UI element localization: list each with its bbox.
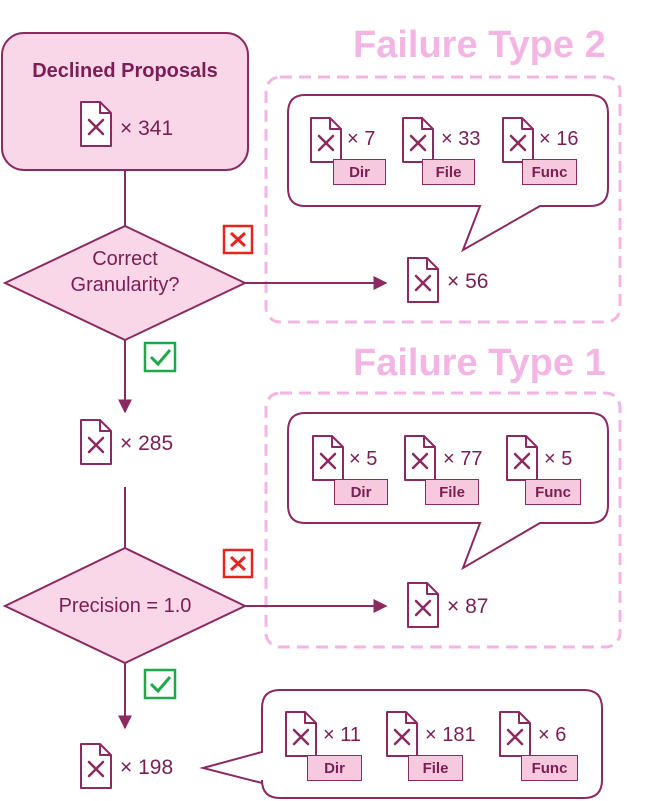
precision-decision xyxy=(2,546,248,665)
green-check-box-icon xyxy=(143,341,177,373)
document-x-icon xyxy=(498,710,532,758)
granularity-line2: Granularity? xyxy=(70,274,180,296)
red-x-box-icon xyxy=(222,224,254,255)
ft1-file-tag: File xyxy=(425,479,479,505)
red-x-box-icon xyxy=(222,548,254,579)
final-func-tag: Func xyxy=(521,755,578,781)
document-x-icon xyxy=(284,710,318,758)
failure-type-1-title: Failure Type 1 xyxy=(353,342,606,384)
green-check-box-icon xyxy=(143,668,177,700)
document-x-icon xyxy=(505,434,539,482)
granularity-decision xyxy=(2,224,248,342)
final-func-count: × 6 xyxy=(538,724,567,746)
ft1-dir-count: × 5 xyxy=(349,448,378,470)
final-dir-tag: Dir xyxy=(307,755,362,781)
ft2-func-tag: Func xyxy=(522,159,577,185)
ft1-func-count: × 5 xyxy=(544,448,573,470)
failure-type-1-total: × 87 xyxy=(447,595,489,618)
ft2-dir-count: × 7 xyxy=(347,128,376,150)
failure-type-1-region xyxy=(264,391,622,649)
declined-proposals-node xyxy=(1,32,249,171)
final-file-count: × 181 xyxy=(425,724,476,746)
document-x-icon xyxy=(385,710,419,758)
document-x-icon xyxy=(406,581,440,629)
failure-type-2-total: × 56 xyxy=(447,270,489,293)
document-x-icon xyxy=(501,116,535,164)
document-x-icon xyxy=(401,116,435,164)
ft1-func-tag: Func xyxy=(525,479,581,505)
declined-proposals-count: × 341 xyxy=(120,117,174,140)
document-x-icon xyxy=(403,434,437,482)
document-x-icon xyxy=(311,434,345,482)
ft2-func-count: × 16 xyxy=(539,128,579,150)
granularity-line1: Correct xyxy=(92,248,158,270)
ft1-dir-tag: Dir xyxy=(334,479,388,505)
declined-proposals-title: Declined Proposals xyxy=(32,60,218,82)
document-x-icon xyxy=(79,100,113,148)
failure-type-2-region xyxy=(264,75,622,324)
ft1-file-count: × 77 xyxy=(443,448,483,470)
document-x-icon xyxy=(309,116,343,164)
final-file-tag: File xyxy=(408,755,463,781)
precision-decision-label: Precision = 1.0 xyxy=(58,595,192,617)
final-count: × 198 xyxy=(120,756,174,779)
document-x-icon xyxy=(406,256,440,304)
pass1-count: × 285 xyxy=(120,432,174,455)
document-x-icon xyxy=(79,418,113,466)
final-dir-count: × 11 xyxy=(323,724,361,746)
failure-type-2-title: Failure Type 2 xyxy=(353,24,606,66)
document-x-icon xyxy=(79,742,113,790)
ft2-dir-tag: Dir xyxy=(333,159,386,185)
granularity-decision-label: Correct Granularity? xyxy=(5,246,245,298)
ft2-file-tag: File xyxy=(422,159,475,185)
ft2-file-count: × 33 xyxy=(441,128,481,150)
